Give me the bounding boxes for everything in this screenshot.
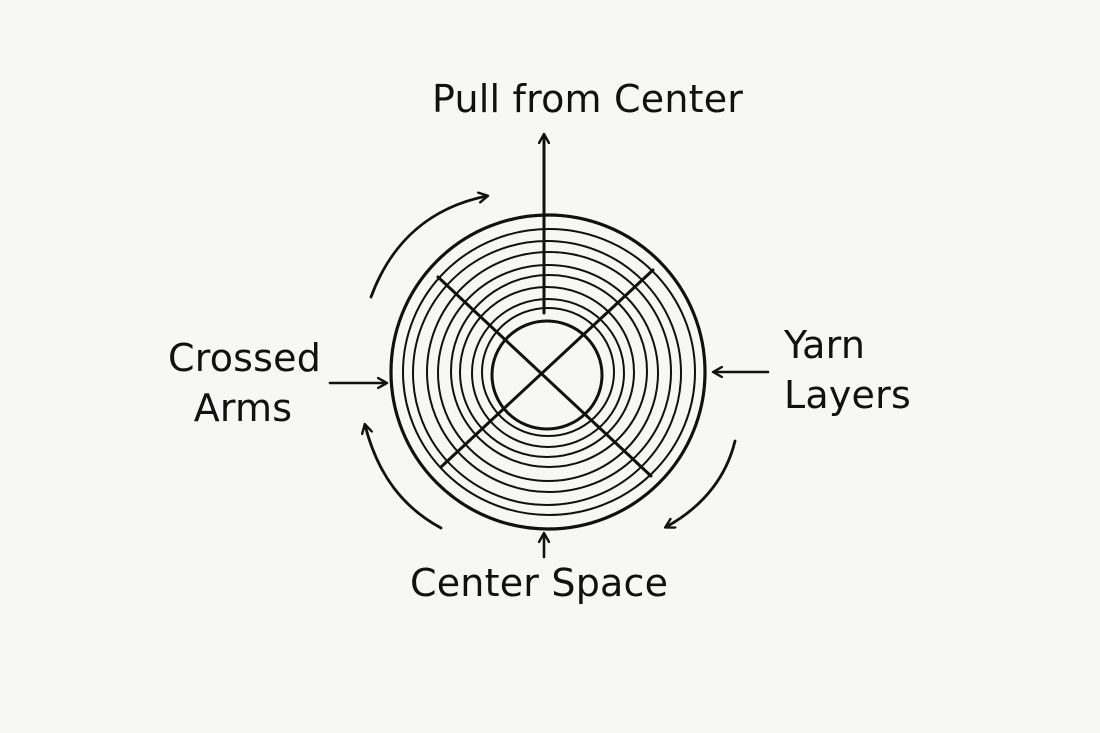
yarn-layer [426,251,672,493]
yarn-layer [471,298,625,448]
cross-arm [436,275,653,478]
label-text: Arms [193,386,293,430]
label-pull-from-center: Pull from Center [432,74,743,124]
yarn-layer [450,274,648,468]
label-center-space: Center Space [410,558,668,608]
yarn-ball-outline [389,213,707,531]
yarn-layer [437,264,659,482]
yarn-layer [481,307,615,437]
label-crossed-arms: Crossed Arms [168,333,322,433]
yarn-layers [389,213,707,531]
label-text: Layers [784,373,911,417]
yarn-layer [459,286,635,458]
label-yarn-layers: Yarn Layers [784,320,911,420]
rotation-arrow-top-left [369,196,487,299]
label-text: Pull from Center [432,77,744,121]
yarn-layer [402,228,696,516]
rotation-arrow-bottom-left [365,425,443,530]
label-text: Center Space [410,561,669,605]
label-text: Crossed [168,336,322,380]
center-space [490,319,604,431]
label-text: Yarn [784,323,866,367]
cross-arm [439,268,655,469]
rotation-arrow-bottom-right [666,439,737,527]
yarn-layer [412,240,682,506]
crossed-arms [436,268,655,478]
